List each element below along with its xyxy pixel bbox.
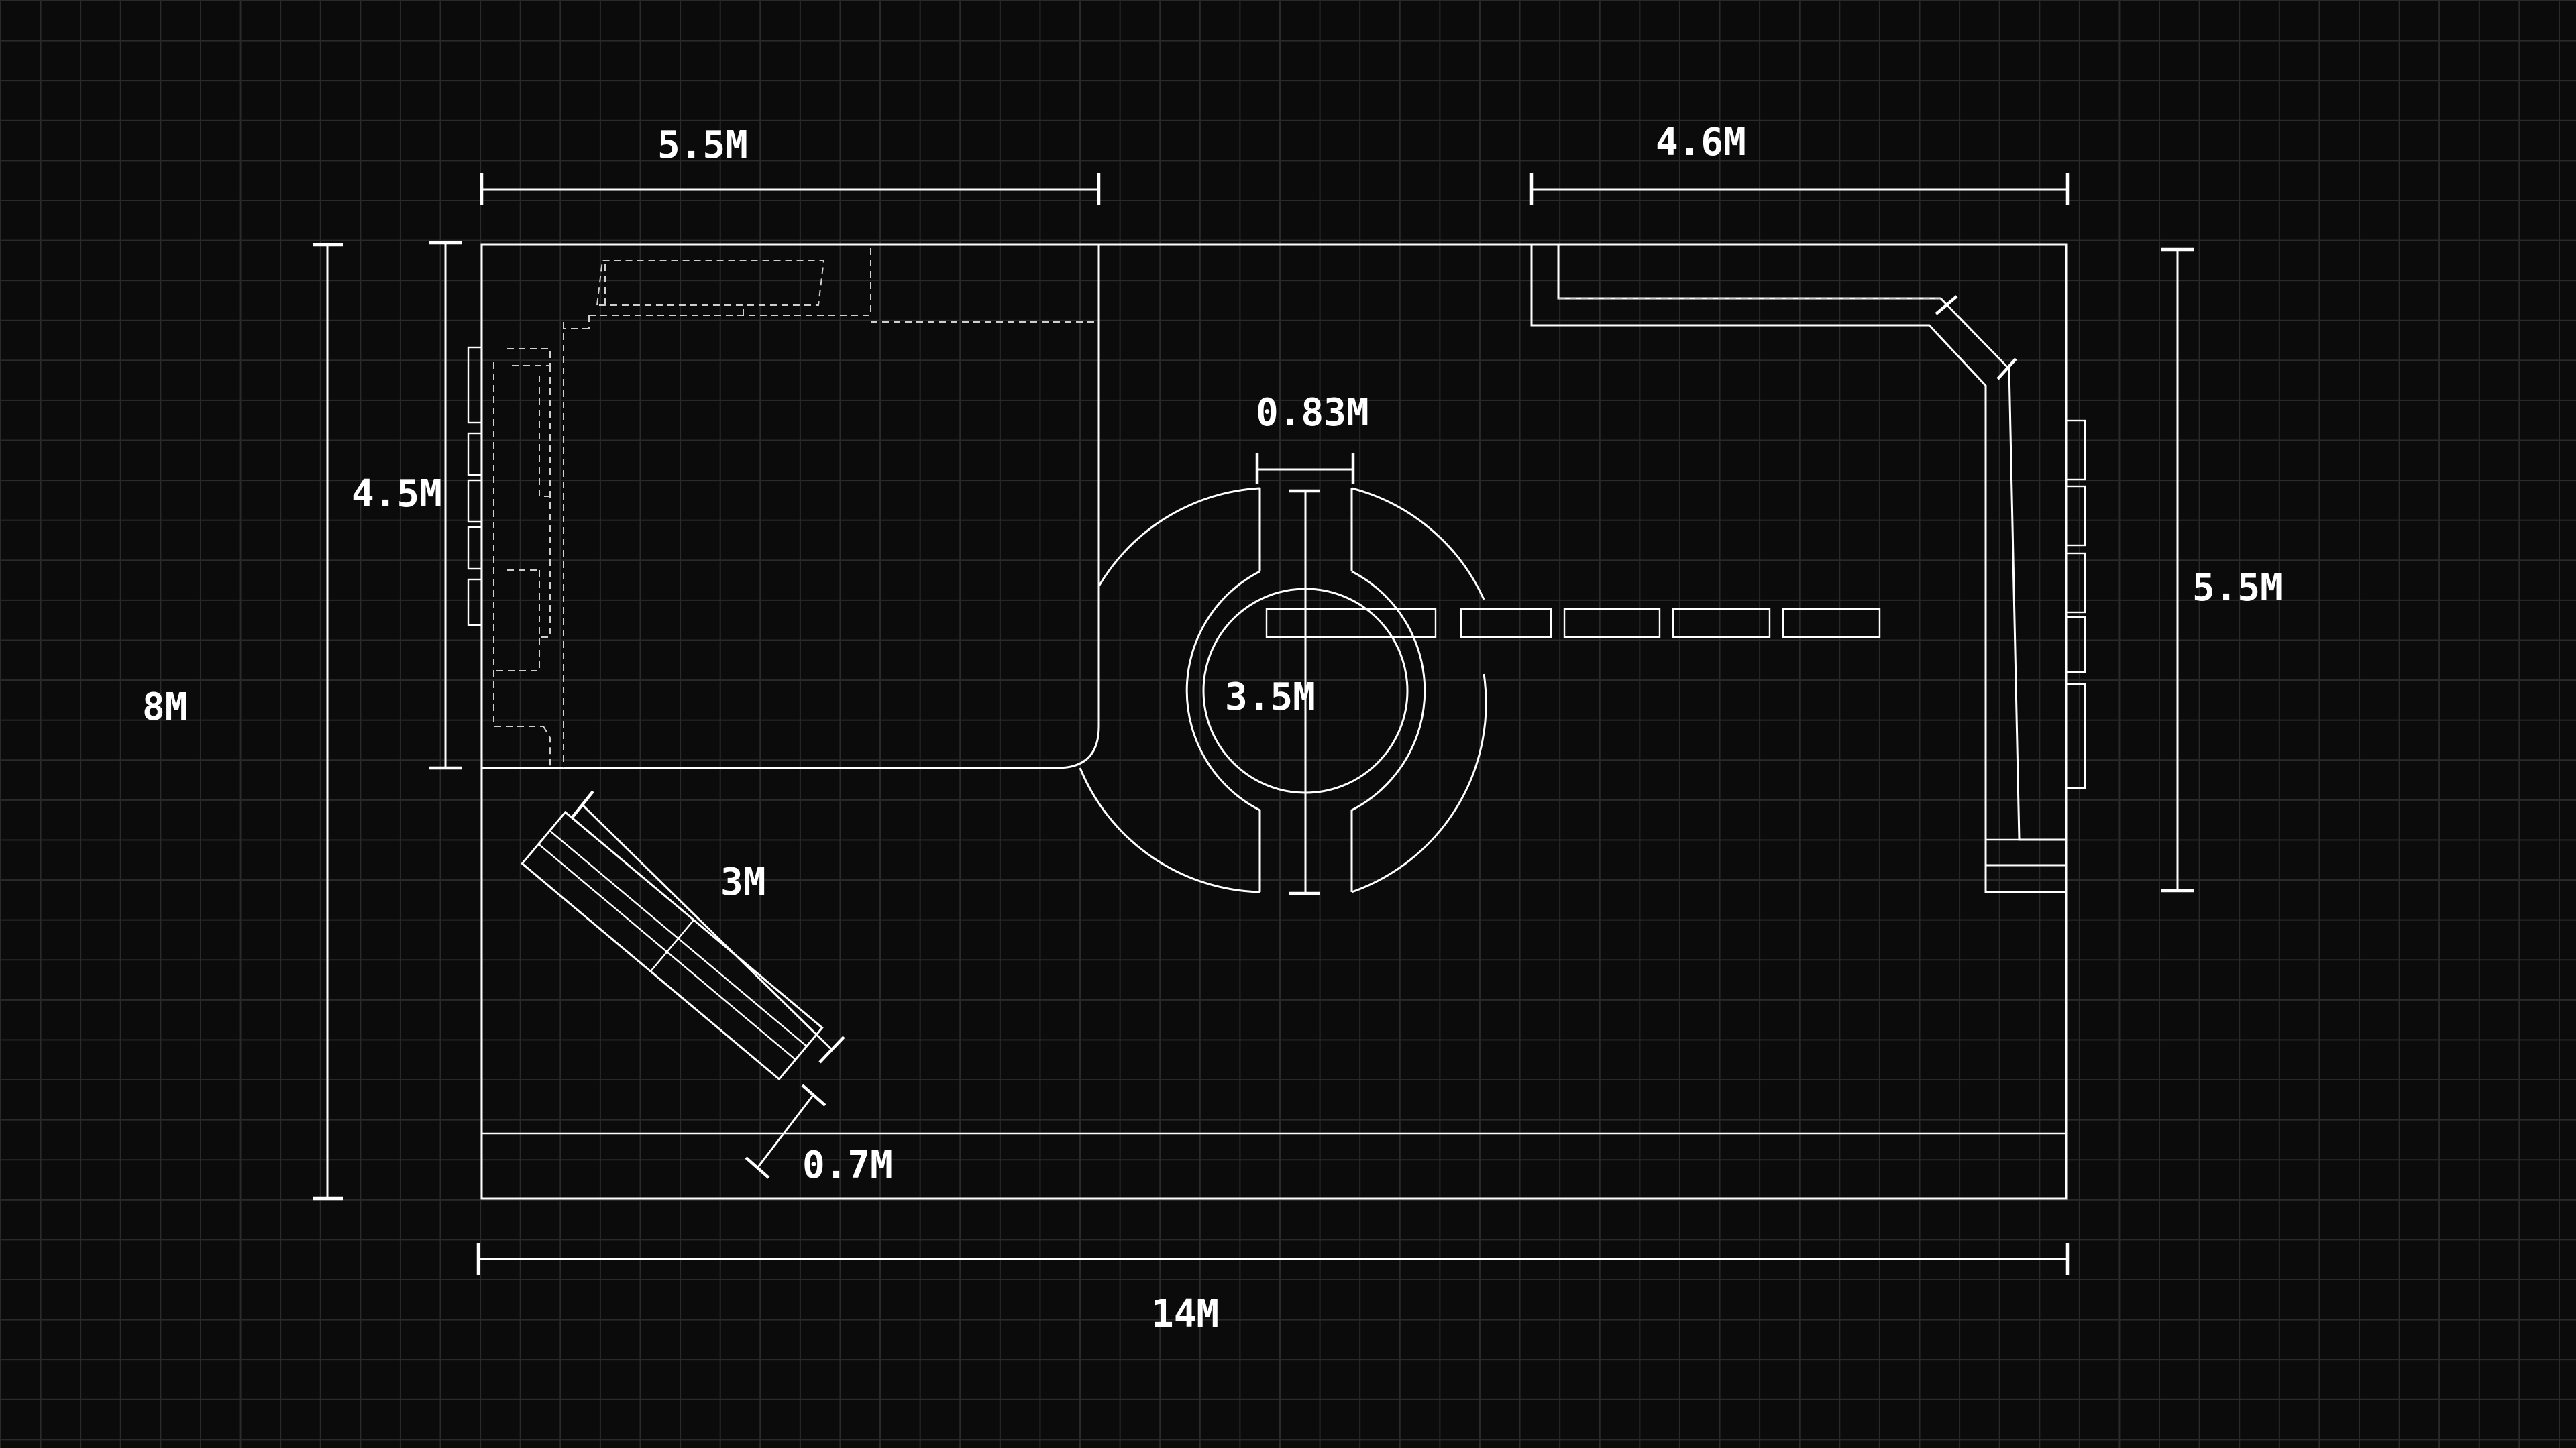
right-counter bbox=[1530, 245, 2066, 893]
right-wall-panels bbox=[2065, 419, 2086, 789]
dim-label-right-counter-depth: 5.5M bbox=[2192, 566, 2283, 610]
left-room-top-shelving bbox=[588, 245, 1099, 329]
dim-right-counter-width: 4.6M bbox=[1529, 121, 2070, 205]
dim-sofa-depth: 0.7M bbox=[745, 1084, 893, 1187]
left-room-outline bbox=[482, 245, 1100, 769]
dim-label-sofa-length: 3M bbox=[720, 860, 765, 904]
outer-boundary bbox=[480, 243, 2068, 1200]
dim-round-opening: 0.83M bbox=[1255, 391, 1369, 484]
left-wall-panels bbox=[467, 346, 483, 626]
dim-label-right-counter-width: 4.6M bbox=[1656, 121, 1746, 164]
dim-sofa-length: 3M bbox=[570, 790, 845, 1064]
dim-label-sofa-depth: 0.7M bbox=[802, 1144, 893, 1187]
dim-round-diameter: 3.5M bbox=[1225, 489, 1320, 895]
dim-label-overall-width: 14M bbox=[1151, 1292, 1219, 1336]
left-room-left-shelving bbox=[493, 322, 589, 768]
dim-label-round-diameter: 3.5M bbox=[1225, 675, 1316, 719]
dim-label-left-room-width: 5.5M bbox=[657, 123, 748, 167]
dim-right-counter-depth: 5.5M bbox=[2161, 247, 2283, 893]
diagonal-sofa bbox=[521, 810, 824, 1081]
dim-overall-width: 14M bbox=[476, 1243, 2070, 1336]
display-boxes bbox=[1265, 608, 1881, 638]
dim-overall-depth: 8M bbox=[142, 243, 343, 1201]
dim-left-room-depth: 4.5M bbox=[352, 241, 462, 770]
dim-left-room-width: 5.5M bbox=[480, 123, 1101, 205]
dim-label-overall-depth: 8M bbox=[142, 685, 187, 729]
dim-label-round-opening: 0.83M bbox=[1256, 391, 1369, 435]
dim-label-left-room-depth: 4.5M bbox=[352, 472, 442, 516]
